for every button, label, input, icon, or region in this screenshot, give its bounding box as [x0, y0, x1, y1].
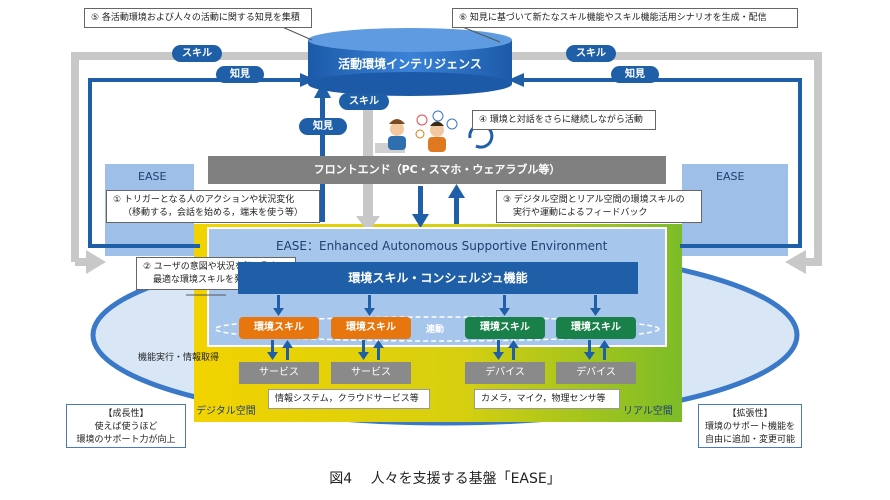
extensibility-line1: 環境のサポート機能を: [705, 422, 796, 432]
link-label: 連動: [426, 325, 445, 335]
digital-space-label: デジタル空間: [196, 406, 256, 417]
ease-label-left: EASE: [138, 170, 167, 183]
knowledge-pill-left: 知見: [216, 66, 264, 83]
skill-box-real-1: 環境スキル: [465, 317, 545, 339]
skill-box-digital-1: 環境スキル: [239, 317, 319, 339]
note-5: ⑤ 各活動環境および人々の活動に関する知見を集積: [84, 8, 312, 28]
device-box-1: デバイス: [465, 362, 545, 384]
figure-caption: 図4 人々を支援する基盤「EASE」: [329, 471, 561, 487]
knowledge-pill-center: 知見: [299, 118, 347, 135]
note-5-text: ⑤ 各活動環境および人々の活動に関する知見を集積: [91, 13, 300, 23]
note-4: ④ 環境と対話をさらに継続しながら活動: [472, 110, 656, 130]
people-icon: [375, 110, 494, 153]
skill-box-real-2: 環境スキル: [556, 317, 636, 339]
note-3-line1: ③ デジタル空間とリアル空間の環境スキルの: [503, 195, 685, 205]
note-6: ⑥ 知見に基づいて新たなスキル機能やスキル機能活用シナリオを生成・配信: [452, 8, 798, 28]
service-box-1: サービス: [239, 362, 319, 384]
skill-pill-center: スキル: [339, 93, 389, 110]
extensibility-line2: 自由に追加・変更可能: [705, 435, 796, 445]
note-2-line1: ② ユーザの意図や状況を汲み取り: [143, 262, 280, 272]
growth-title: 【成長性】: [103, 409, 149, 419]
exec-label: 機能実行・情報取得: [138, 353, 220, 363]
note-2-line2: 最適な環境スキルを発動: [153, 275, 253, 285]
note-1: ① トリガーとなる人のアクションや状況変化 （移動する，会話を始める，端末を使う…: [106, 190, 320, 223]
note-1-line1: ① トリガーとなる人のアクションや状況変化: [113, 195, 295, 205]
ease-label-right: EASE: [716, 170, 745, 183]
camera-box: カメラ，マイク，物理センサ等: [474, 389, 620, 409]
growth-line1: 使えば使うほど: [94, 422, 158, 432]
note-4-text: ④ 環境と対話をさらに継続しながら活動: [479, 115, 643, 125]
note-3: ③ デジタル空間とリアル空間の環境スキルの 実行や運動によるフィードバック: [496, 190, 702, 223]
extensibility-note: 【拡張性】 環境のサポート機能を 自由に追加・変更可能: [698, 404, 802, 448]
camera-text: カメラ，マイク，物理センサ等: [481, 394, 606, 404]
frontend-bar: フロントエンド（PC・スマホ・ウェアラブル等）: [208, 156, 666, 184]
info-system-box: 情報システム，クラウドサービス等: [268, 389, 430, 409]
service-box-2: サービス: [331, 362, 411, 384]
note-6-text: ⑥ 知見に基づいて新たなスキル機能やスキル機能活用シナリオを生成・配信: [459, 13, 767, 23]
note-1-line2: （移動する，会話を始める，端末を使う等）: [123, 208, 304, 218]
skill-pill-left: スキル: [172, 45, 222, 62]
note-3-line2: 実行や運動によるフィードバック: [513, 208, 648, 218]
knowledge-pill-right: 知見: [611, 66, 659, 83]
real-space-label: リアル空間: [623, 406, 673, 417]
growth-note: 【成長性】 使えば使うほど 環境のサポート力が向上: [66, 404, 186, 448]
skill-pill-right: スキル: [566, 45, 616, 62]
growth-line2: 環境のサポート力が向上: [76, 435, 176, 445]
extensibility-title: 【拡張性】: [727, 409, 773, 419]
skill-box-digital-2: 環境スキル: [331, 317, 411, 339]
concierge-bar: 環境スキル・コンシェルジュ機能: [238, 262, 638, 294]
device-box-2: デバイス: [556, 362, 636, 384]
ease-title: EASE：Enhanced Autonomous Supportive Envi…: [276, 239, 608, 253]
info-system-text: 情報システム，クラウドサービス等: [275, 394, 419, 404]
intelligence-label: 活動環境インテリジェンス: [338, 57, 482, 71]
